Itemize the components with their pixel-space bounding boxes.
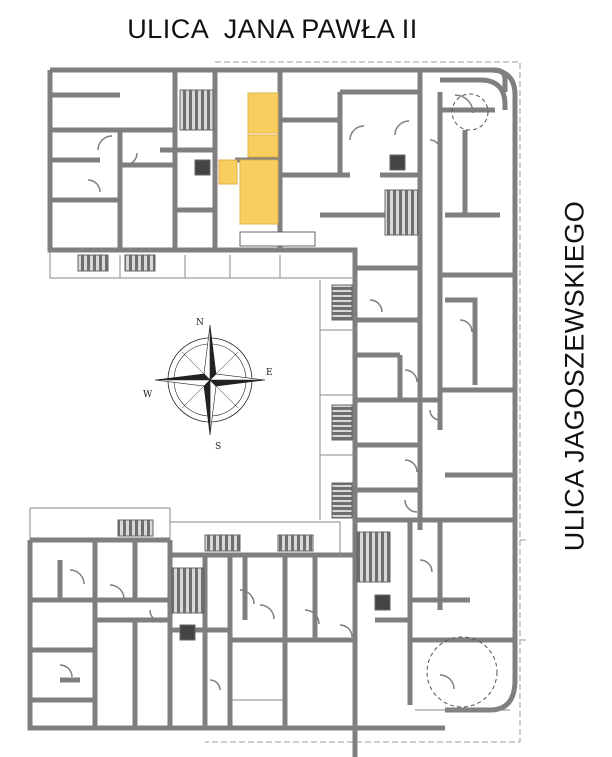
elevator-south xyxy=(374,594,391,611)
balcony-north-3 xyxy=(239,231,316,247)
compass-south-label: S xyxy=(215,442,222,452)
property-boundary xyxy=(205,61,521,743)
balcony-north-1 xyxy=(77,254,109,272)
compass-rose xyxy=(154,324,266,436)
turning-circle-north xyxy=(451,93,489,131)
elevator-east xyxy=(389,154,406,171)
balcony-south-1 xyxy=(117,519,154,537)
balcony-east-3 xyxy=(331,482,353,519)
balcony-south-2 xyxy=(204,534,241,552)
south-terrace xyxy=(29,507,171,540)
compass-north-label: N xyxy=(196,318,204,328)
stairwell-east xyxy=(384,189,419,236)
stairwell-southeast xyxy=(356,531,391,583)
highlighted-unit-room-4 xyxy=(239,159,279,225)
street-name-top: ULICA JANA PAWŁA II xyxy=(127,14,418,44)
highlighted-unit-room-1 xyxy=(247,92,279,134)
stairwell-southwest xyxy=(171,567,205,614)
highlighted-unit-room-3 xyxy=(218,159,238,185)
elevator-southwest xyxy=(179,624,196,641)
stairwell-north xyxy=(179,89,214,131)
balcony-north-2 xyxy=(124,254,156,272)
compass-west-label: W xyxy=(143,390,153,400)
balcony-south-3 xyxy=(277,534,314,552)
east-wing-round-top xyxy=(440,77,508,110)
balcony-east-2 xyxy=(331,404,353,441)
elevator-north xyxy=(194,159,211,176)
highlighted-unit-room-2 xyxy=(247,134,279,158)
compass-east-label: E xyxy=(266,368,273,378)
balcony-east-1 xyxy=(331,284,353,321)
north-wing-south-wall xyxy=(240,247,358,268)
north-terrace xyxy=(49,250,355,279)
turning-circle-south xyxy=(426,636,498,708)
